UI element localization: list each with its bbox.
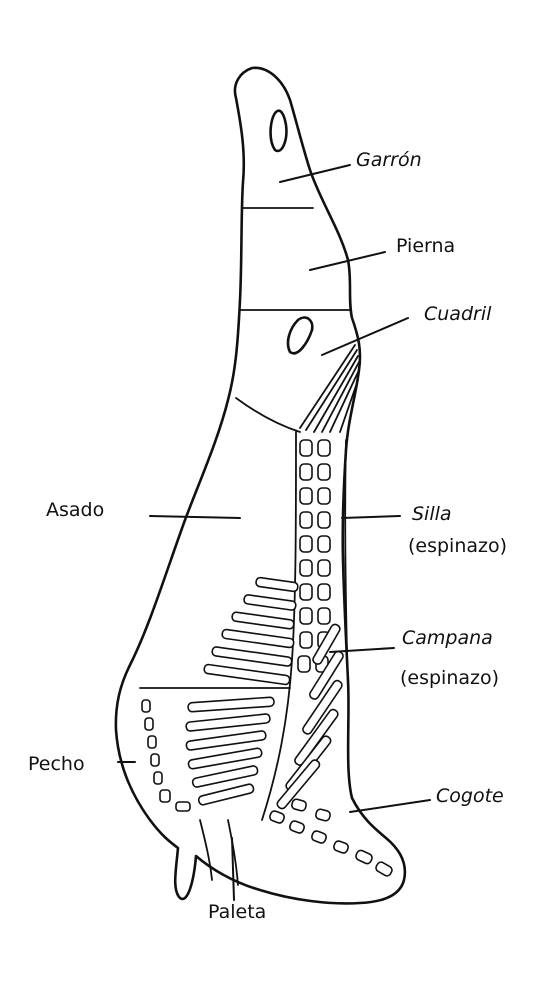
leader-campana <box>330 648 394 652</box>
cogote-vertebrae <box>269 798 394 877</box>
leader-cuadril <box>322 318 408 355</box>
label-silla: Silla <box>412 503 452 525</box>
pecho-sternum <box>142 700 190 811</box>
label-asado: Asado <box>46 499 104 521</box>
label-paleta: Paleta <box>208 901 266 923</box>
label-pecho: Pecho <box>28 753 85 775</box>
label-silla-sub: (espinazo) <box>408 535 507 557</box>
leader-garron <box>280 165 350 182</box>
lower-ribs <box>186 697 274 806</box>
label-pierna: Pierna <box>396 235 455 257</box>
leader-cogote <box>350 800 430 812</box>
asado-ribs <box>204 577 299 685</box>
label-garron: Garrón <box>356 149 422 171</box>
leader-silla <box>342 516 400 518</box>
garron-bone <box>271 111 287 151</box>
label-campana-sub: (espinazo) <box>400 667 499 689</box>
cuadril-hole <box>288 318 312 354</box>
label-cogote: Cogote <box>436 785 504 807</box>
label-campana: Campana <box>402 627 493 649</box>
divider-cuadril-asado <box>236 398 300 432</box>
paleta-line-1 <box>200 820 212 880</box>
leader-asado <box>150 516 240 518</box>
label-cuadril: Cuadril <box>424 303 492 325</box>
